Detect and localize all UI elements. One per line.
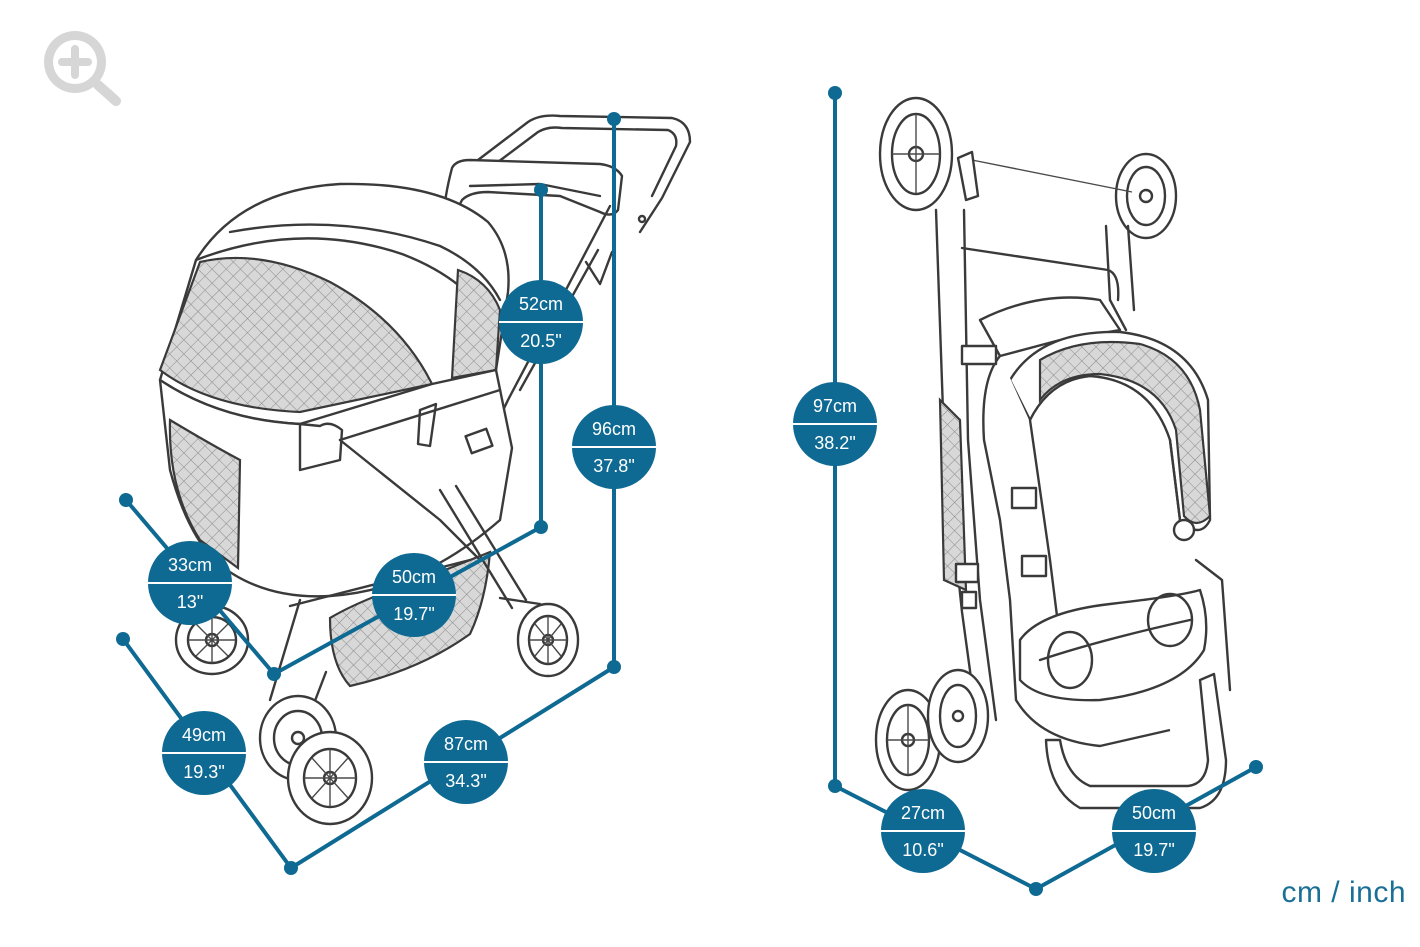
dim-dot xyxy=(828,86,842,100)
wheel-front-right xyxy=(286,730,374,826)
badge-inch-value: 20.5" xyxy=(520,331,561,351)
folded-wheel-bottom-left xyxy=(874,688,942,792)
folded-wheel-top-right xyxy=(1114,152,1178,240)
badge-cm-value: 97cm xyxy=(813,396,857,416)
badge-inch-value: 37.8" xyxy=(593,456,634,476)
badge-inch-value: 34.3" xyxy=(445,771,486,791)
dim-dot xyxy=(607,112,621,126)
badge-inch-value: 38.2" xyxy=(814,433,855,453)
zoom-in-icon xyxy=(44,31,121,106)
folded-wheel-top-left xyxy=(878,96,954,212)
badge-frame-length: 87cm 34.3" xyxy=(424,720,508,804)
badge-cm-value: 49cm xyxy=(182,725,226,745)
badge-canopy-height: 52cm 20.5" xyxy=(499,280,583,364)
badge-folded-depth: 27cm 10.6" xyxy=(881,789,965,873)
units-legend: cm / inch xyxy=(1281,876,1406,909)
badge-cm-value: 52cm xyxy=(519,294,563,314)
badge-total-height: 96cm 37.8" xyxy=(572,405,656,489)
badge-basket-width: 33cm 13" xyxy=(148,541,232,625)
dim-dot xyxy=(607,660,621,674)
zoom-in-button[interactable] xyxy=(38,27,124,107)
badge-inch-value: 10.6" xyxy=(902,840,943,860)
dim-dot xyxy=(284,861,298,875)
wheel-rear-right xyxy=(516,602,580,678)
dim-dot xyxy=(119,493,133,507)
badge-inch-value: 19.7" xyxy=(393,604,434,624)
folded-stroller-illustration xyxy=(874,96,1232,810)
open-stroller-illustration xyxy=(158,114,692,826)
dim-dot xyxy=(534,183,548,197)
dim-dot xyxy=(1029,882,1043,896)
badge-cm-value: 50cm xyxy=(392,567,436,587)
badge-inch-value: 13" xyxy=(177,592,203,612)
dim-dot xyxy=(1249,760,1263,774)
badge-cm-value: 96cm xyxy=(592,419,636,439)
badge-cm-value: 27cm xyxy=(901,803,945,823)
badge-cm-value: 87cm xyxy=(444,734,488,754)
dim-dot xyxy=(267,667,281,681)
badge-folded-height: 97cm 38.2" xyxy=(793,382,877,466)
dim-dot xyxy=(828,779,842,793)
dim-dot xyxy=(116,632,130,646)
dim-dot xyxy=(534,520,548,534)
badge-cm-value: 33cm xyxy=(168,555,212,575)
folded-wheel-bottom-right xyxy=(926,668,990,764)
badge-inch-value: 19.3" xyxy=(183,762,224,782)
badge-cm-value: 50cm xyxy=(1132,803,1176,823)
dimension-badges: 52cm 20.5" 96cm 37.8" 33cm 13" 50cm 19.7… xyxy=(148,280,1196,873)
badge-folded-width: 50cm 19.7" xyxy=(1112,789,1196,873)
badge-inch-value: 19.7" xyxy=(1133,840,1174,860)
badge-frame-width: 49cm 19.3" xyxy=(162,711,246,795)
badge-cabin-length: 50cm 19.7" xyxy=(372,553,456,637)
